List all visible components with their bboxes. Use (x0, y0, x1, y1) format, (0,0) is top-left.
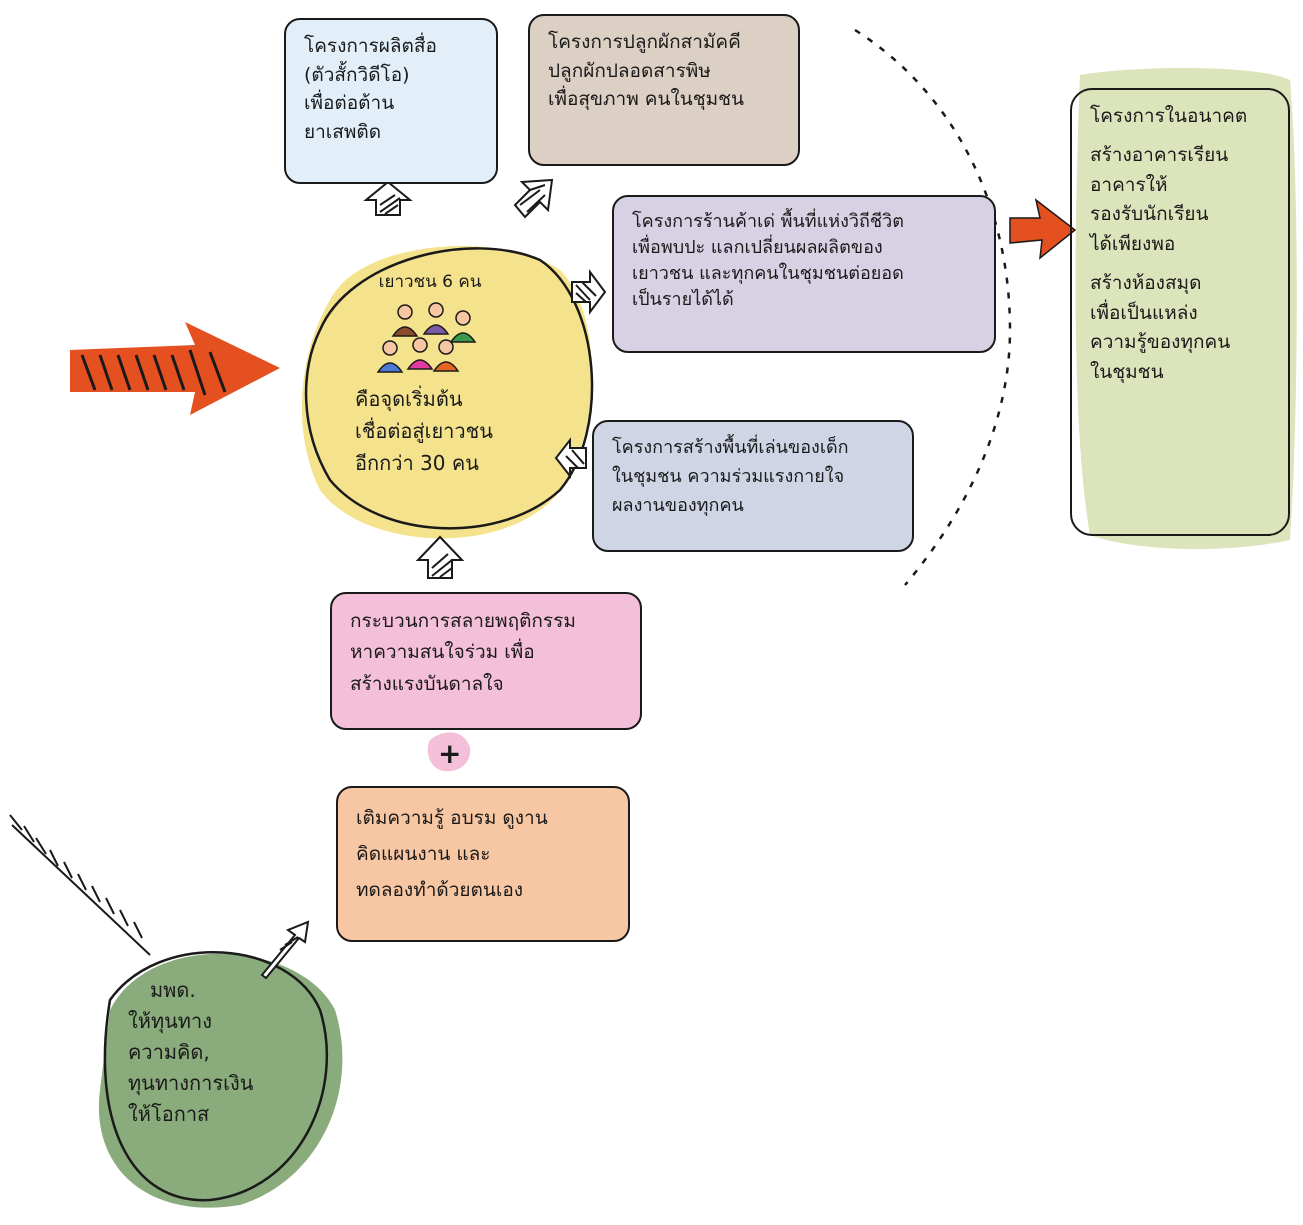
process-box: กระบวนการสลายพฤติกรรม หาความสนใจร่วม เพื… (330, 592, 642, 730)
center-circle-outline (304, 247, 594, 530)
center-line-1: คือจุดเริ่มต้น (355, 387, 463, 411)
plus-sign: + (438, 737, 462, 770)
future-line-4: รองรับนักเรียน (1090, 203, 1209, 226)
shop-line-3: เยาวชน และทุกคนในชุมชนต่อยอด (632, 263, 904, 285)
big-orange-arrow (70, 322, 280, 415)
pink-plus-blob (427, 732, 471, 772)
media-line-2: (ตัวสั้กวิดีโอ) (304, 63, 410, 86)
media-line-1: โครงการผลิตสื่อ (304, 35, 437, 57)
shop-project-box: โครงการร้านค้าเด่ พื้นที่แห่งวิถีชีวิต เ… (612, 195, 996, 353)
vegetable-line-3: เพื่อสุขภาพ คนในชุมชน (548, 88, 745, 110)
olive-blob (1075, 68, 1297, 550)
shop-line-2: เพื่อพบปะ แลกเปลี่ยนผลผลิตของ (632, 237, 883, 259)
process-line-1: กระบวนการสลายพฤติกรรม (350, 610, 576, 632)
arrow-to-training (260, 920, 310, 980)
vegetable-line-2: ปลูกผักปลอดสารพิษ (548, 59, 711, 82)
support-line-1: มพด. (150, 978, 196, 1002)
support-line-5: ให้โอกาส (128, 1102, 210, 1126)
media-line-4: ยาเสพติด (304, 120, 382, 143)
center-title: เยาวชน 6 คน (378, 272, 482, 292)
arrow-to-vegetable (513, 178, 554, 219)
future-box: โครงการในอนาคต สร้างอาคารเรียน อาคารให้ … (1070, 88, 1290, 536)
future-line-6: สร้างห้องสมุด (1090, 272, 1202, 295)
process-line-2: หาความสนใจร่วม เพื่อ (350, 641, 535, 664)
dashed-boundary (854, 28, 1012, 586)
green-circle-outline (103, 951, 329, 1202)
training-box: เติมความรู้ อบรม ดูงาน คิดแผนงาน และ ทดล… (336, 786, 630, 942)
training-line-2: คิดแผนงาน และ (356, 843, 491, 866)
training-line-3: ทดลองทำด้วยตนเอง (356, 879, 524, 902)
future-line-3: อาคารให้ (1090, 173, 1168, 196)
center-line-2: เชื่อต่อสู่เยาวชน (355, 419, 493, 443)
media-line-3: เพื่อต่อต้าน (304, 92, 395, 114)
right-orange-arrow (1009, 198, 1077, 260)
vegetable-line-1: โครงการปลูกผักสามัคคี (548, 31, 741, 53)
arrow-to-shop (571, 269, 607, 315)
playground-line-1: โครงการสร้างพื้นที่เล่นของเด็ก (612, 437, 849, 458)
playground-line-2: ในชุมชน ความร่วมแรงกายใจ (612, 465, 845, 487)
center-text: คือจุดเริ่มต้น เชื่อต่อสู่เยาวชน อีกกว่า… (355, 383, 555, 479)
playground-line-3: ผลงานของทุกคน (612, 494, 744, 516)
future-line-7: เพื่อเป็นแหล่ง (1090, 301, 1198, 324)
diagonal-hatched-line (9, 814, 151, 956)
support-line-4: ทุนทางการเงิน (128, 1071, 254, 1095)
playground-project-box: โครงการสร้างพื้นที่เล่นของเด็ก ในชุมชน ค… (592, 420, 914, 552)
future-line-9: ในชุมชน (1090, 360, 1164, 383)
future-line-1: โครงการในอนาคต (1090, 105, 1248, 127)
process-line-3: สร้างแรงบันดาลใจ (350, 672, 504, 695)
arrow-to-media (363, 180, 413, 216)
center-line-3: อีกกว่า 30 คน (355, 451, 479, 475)
shop-line-1: โครงการร้านค้าเด่ พื้นที่แห่งวิถีชีวิต (632, 211, 904, 232)
vegetable-project-box: โครงการปลูกผักสามัคคี ปลูกผักปลอดสารพิษ … (528, 14, 800, 166)
support-line-2: ให้ทุนทาง (128, 1009, 212, 1033)
support-line-3: ความคิด, (128, 1040, 210, 1064)
green-blob (98, 953, 343, 1208)
future-line-5: ได้เพียงพอ (1090, 232, 1176, 255)
shop-line-4: เป็นรายได้ได้ (632, 289, 734, 311)
yellow-blob (301, 246, 593, 539)
support-text: มพด. ให้ทุนทาง ความคิด, ทุนทางการเงิน ให… (128, 975, 308, 1130)
future-line-8: ความรู้ของทุกคน (1090, 331, 1231, 354)
arrow-to-playground (554, 437, 587, 479)
people-icon (376, 302, 477, 373)
media-project-box: โครงการผลิตสื่อ (ตัวสั้กวิดีโอ) เพื่อต่อ… (284, 18, 498, 184)
training-line-1: เติมความรู้ อบรม ดูงาน (356, 807, 548, 829)
arrow-from-process (415, 535, 465, 579)
future-line-2: สร้างอาคารเรียน (1090, 144, 1229, 167)
